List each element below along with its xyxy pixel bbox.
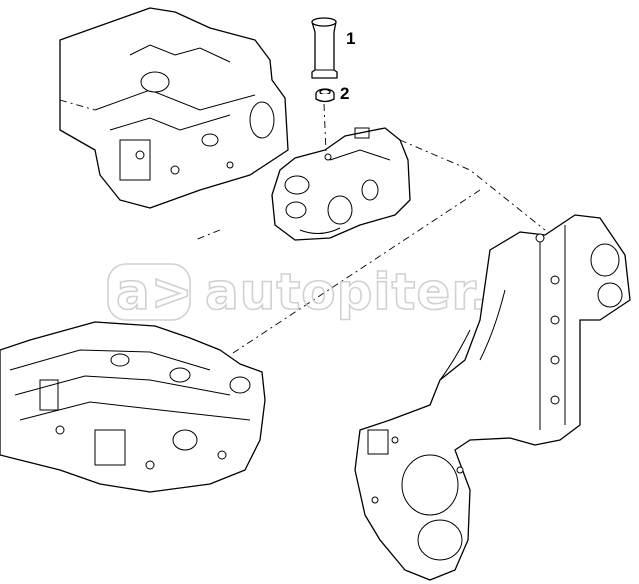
front-cover-right [354,214,631,581]
callout-label-2: 2 [340,84,349,103]
callout-1: 1 [346,29,355,48]
part-1-sleeve [311,17,338,79]
watermark-logo-box [107,263,191,321]
callout-2: 2 [340,84,349,103]
engine-block-top-left [59,7,289,209]
part-2-seal-ring [315,88,335,103]
callout-label-1: 1 [346,29,355,48]
cylinder-head-bottom-left [0,321,266,493]
valve-housing-center [271,127,411,241]
watermark-logo-glyph: a> [116,263,194,321]
assembly-guide-lines [59,99,546,356]
